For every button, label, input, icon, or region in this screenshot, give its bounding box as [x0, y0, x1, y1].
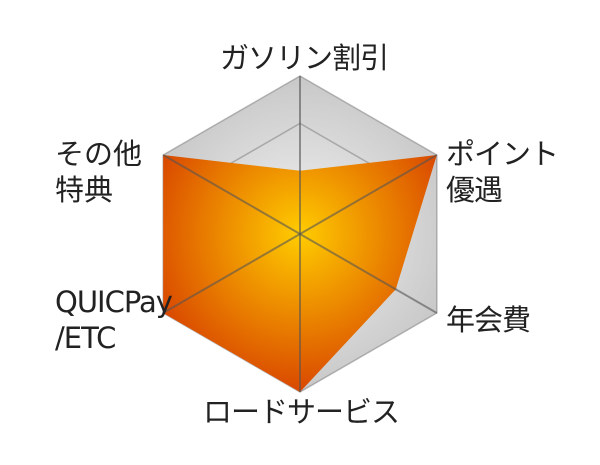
- axis-label-points: ポイント優遇: [446, 137, 559, 207]
- axis-line: [299, 233, 438, 314]
- axis-label-annual-fee: 年会費: [446, 303, 531, 337]
- axis-line: [162, 154, 301, 235]
- axis-label-quicpay-etc: QUICPay/ETC: [55, 285, 173, 355]
- axis-line: [299, 154, 438, 235]
- axis-label-other-benefits: その他特典: [55, 137, 143, 207]
- axis-label-road-service: ロードサービス: [203, 395, 400, 429]
- axis-line: [162, 233, 301, 314]
- axis-label-gasoline: ガソリン割引: [220, 41, 389, 75]
